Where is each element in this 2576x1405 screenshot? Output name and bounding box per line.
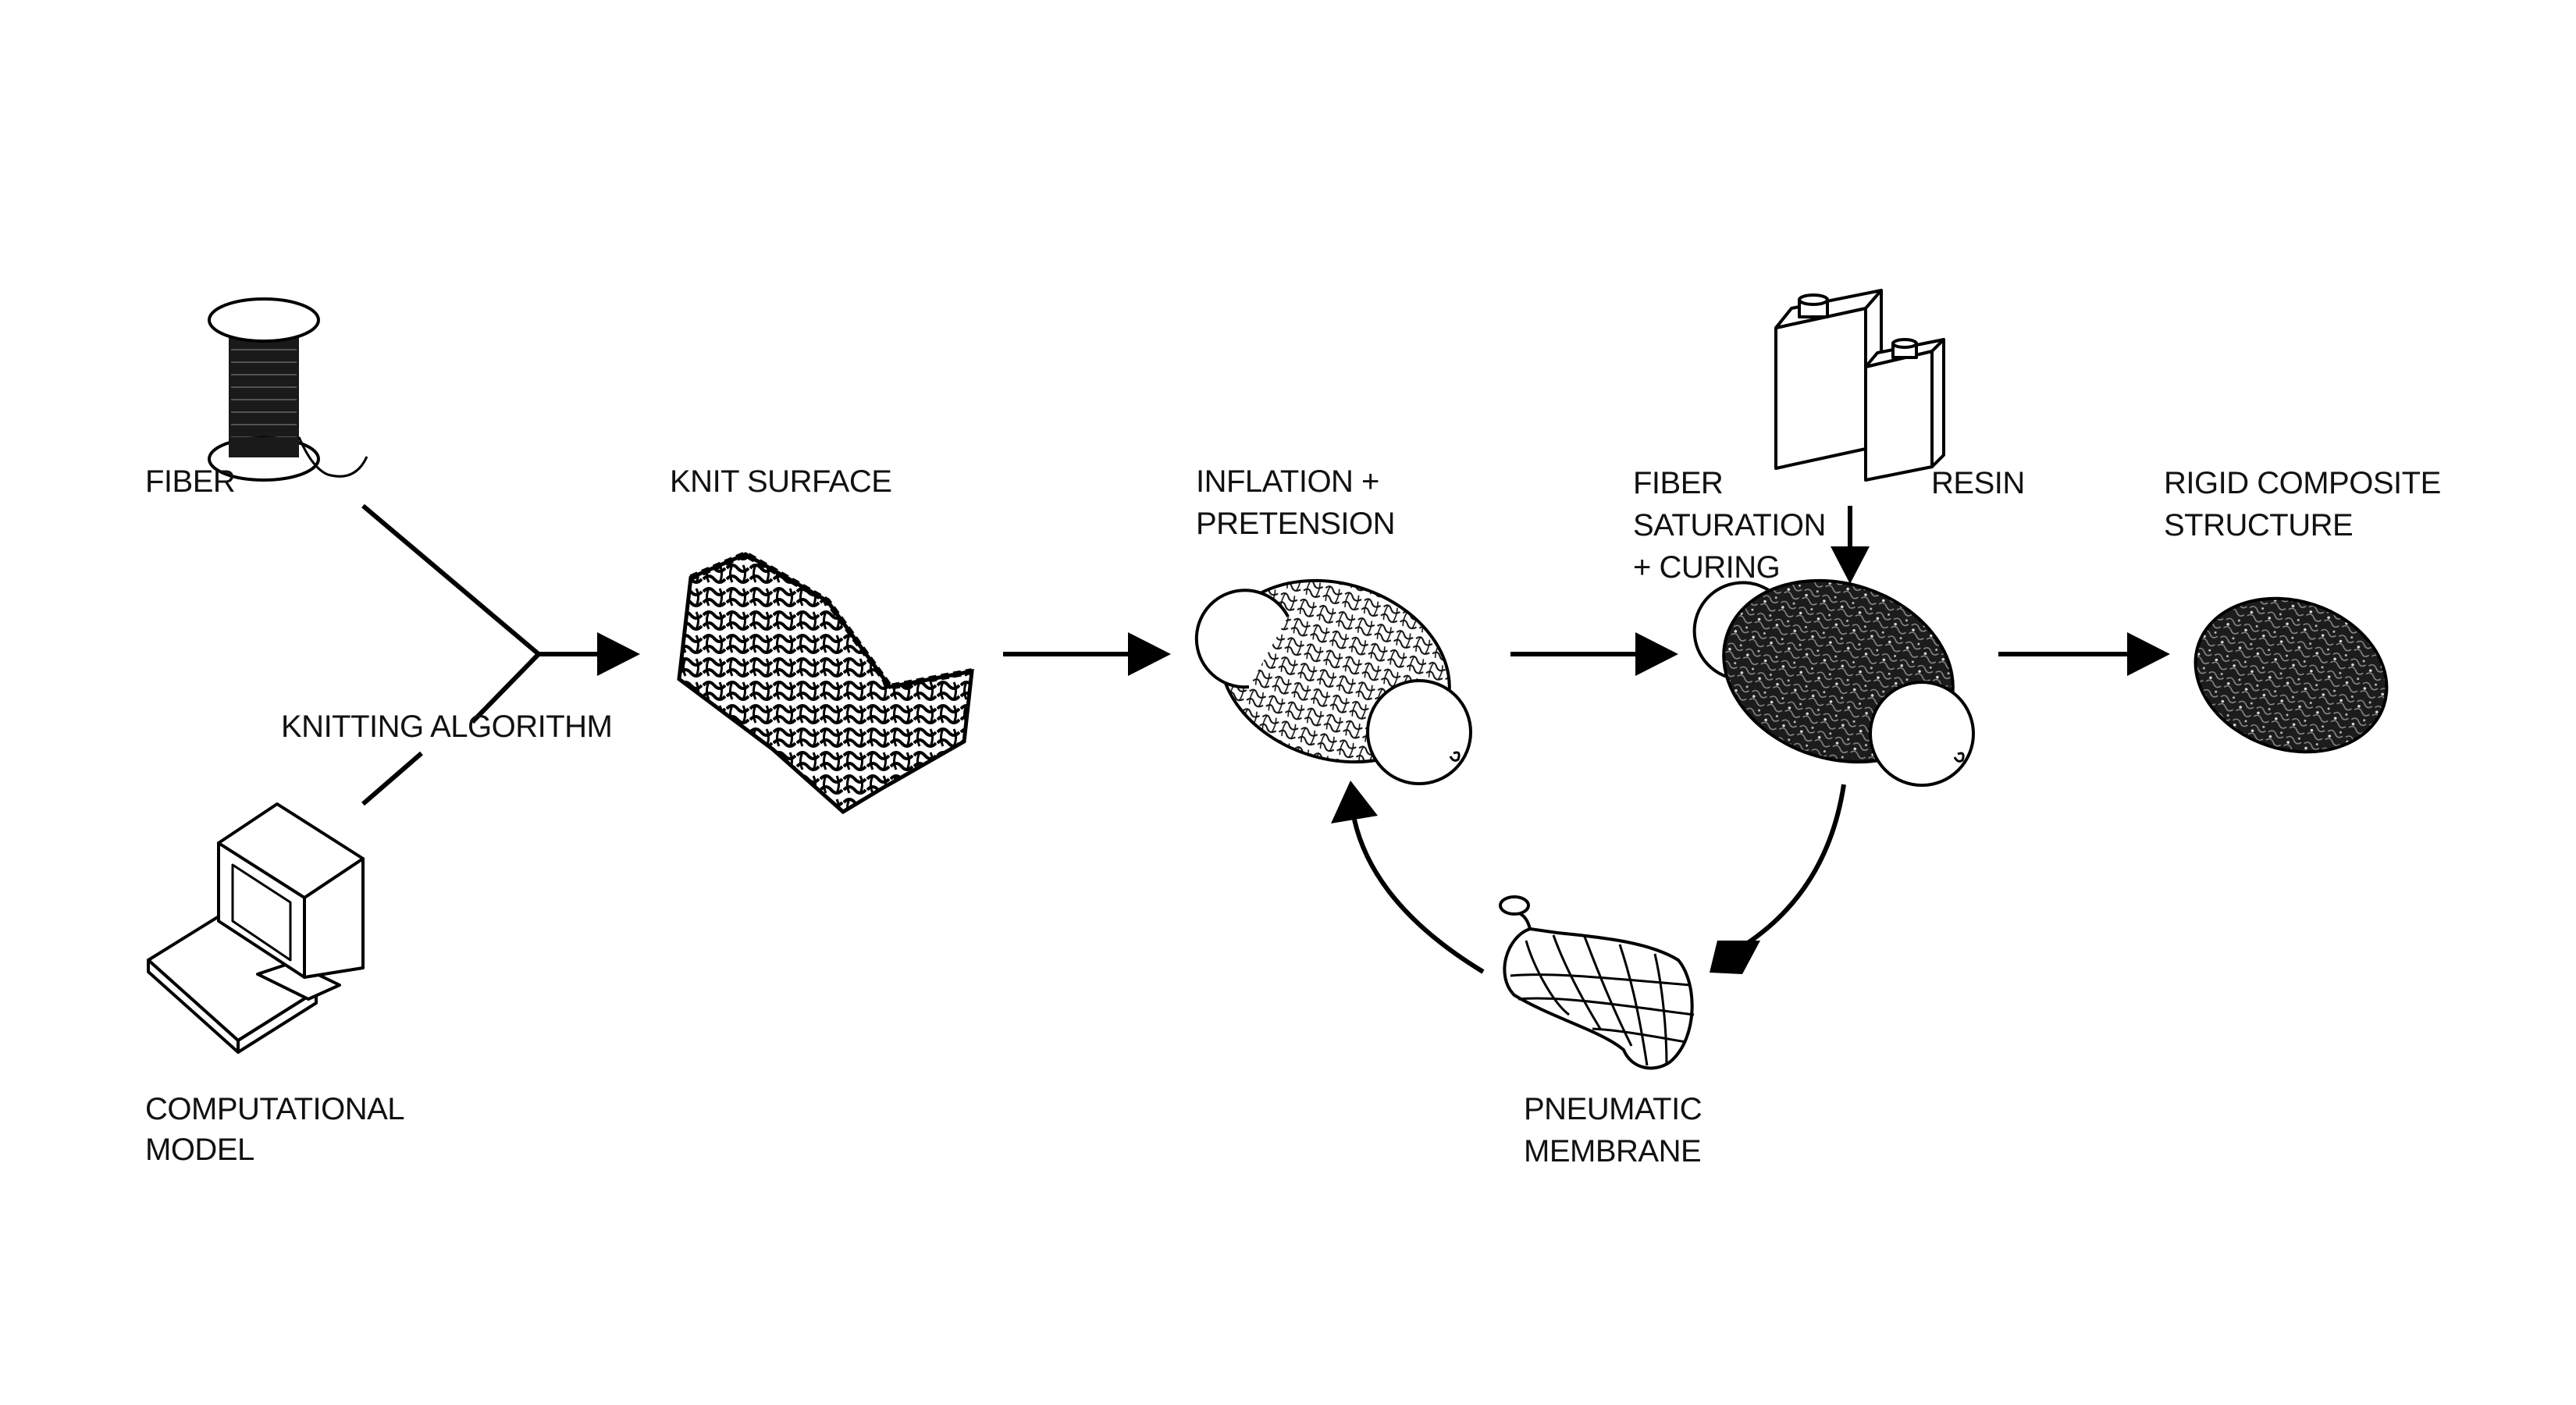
computational-model-label-line2: MODEL	[145, 1133, 254, 1167]
fiber-spool-icon	[208, 297, 368, 482]
computer-icon	[147, 802, 365, 1054]
saturated-knit-icon	[1692, 578, 1975, 787]
arrow-curve-to-inflation	[1352, 819, 1485, 974]
inflation-label-line2: PRETENSION	[1196, 507, 1395, 541]
arrow-to-inflation-from-membrane	[1331, 781, 1378, 823]
input-merge-connector	[361, 503, 601, 806]
pneumatic-membrane-icon	[1499, 895, 1695, 1070]
arrow-to-saturation	[1635, 632, 1678, 676]
knitting-algorithm-label: KNITTING ALGORITHM	[281, 710, 612, 744]
saturation-label-line1: FIBER	[1633, 466, 1723, 500]
inflated-knit-icon	[1194, 578, 1472, 785]
resin-label: RESIN	[1931, 466, 2025, 500]
arrow-to-inflation	[1128, 632, 1171, 676]
inflation-label-line1: INFLATION +	[1196, 464, 1379, 499]
knit-surface-label: KNIT SURFACE	[670, 464, 891, 499]
rigid-composite-icon	[2194, 596, 2389, 754]
arrow-to-knit-surface	[597, 632, 640, 676]
arrow-resin-down	[1831, 546, 1870, 584]
arrow-curve-to-membrane	[1731, 784, 1846, 955]
computational-model-label-line1: COMPUTATIONAL	[145, 1092, 404, 1126]
fiber-label: FIBER	[145, 464, 235, 499]
rigid-composite-label-line2: STRUCTURE	[2164, 508, 2353, 542]
arrow-to-rigid-composite	[2127, 632, 2170, 676]
saturation-label-line3: + CURING	[1633, 550, 1780, 585]
arrow-to-membrane	[1710, 941, 1760, 974]
saturation-label-line2: SATURATION	[1633, 508, 1826, 542]
knit-surface-icon	[677, 550, 974, 815]
rigid-composite-label-line1: RIGID COMPOSITE	[2164, 466, 2441, 500]
pneumatic-membrane-label-line1: PNEUMATIC	[1524, 1092, 1702, 1126]
pneumatic-membrane-label-line2: MEMBRANE	[1524, 1134, 1701, 1168]
resin-canisters-icon	[1774, 289, 1945, 482]
